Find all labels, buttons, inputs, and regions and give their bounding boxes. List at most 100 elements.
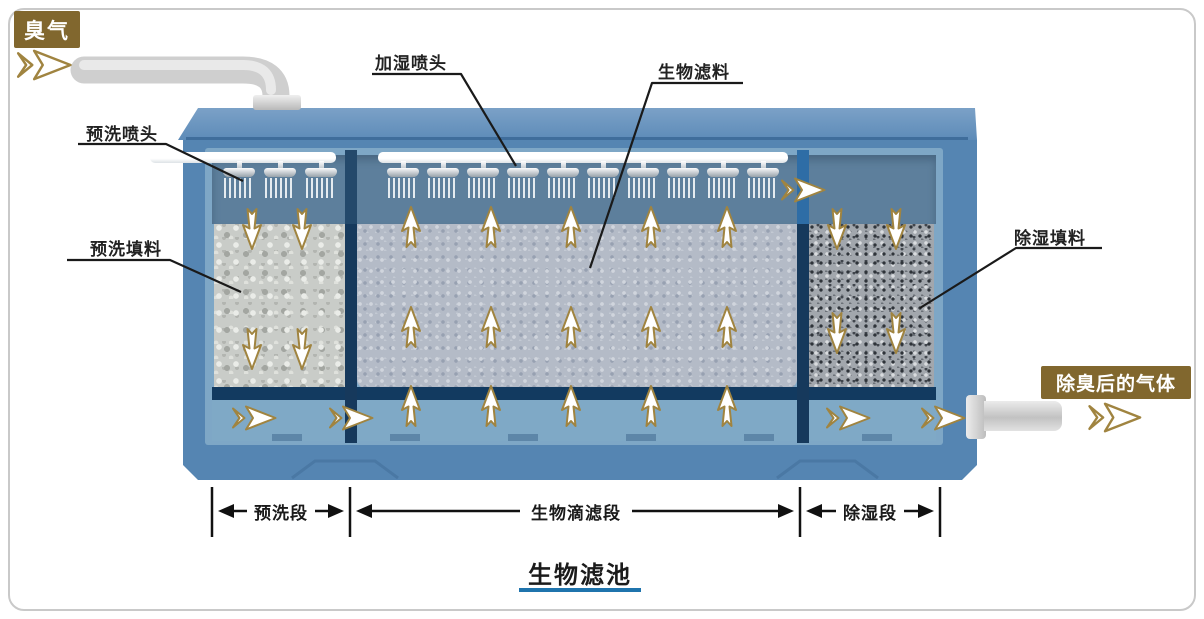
- spray-head-stem: [520, 161, 526, 168]
- inlet-gas-label: 臭气: [14, 11, 80, 48]
- tank-top-face: [178, 108, 977, 140]
- flow-arrow-up-icon: [400, 206, 422, 252]
- spray-head-stem: [277, 161, 283, 168]
- inlet-flow-arrow-icon: [15, 49, 73, 81]
- outlet-pipe: [984, 401, 1062, 431]
- divider-prewash-bio: [345, 150, 357, 443]
- dehumid-media-bed: [809, 224, 934, 389]
- flow-arrow-up-icon: [716, 206, 738, 252]
- prewash-spray-heads: [222, 161, 338, 198]
- spray-head-icon: [586, 161, 620, 198]
- section-label-biotrickling: 生物滴滤段: [531, 504, 621, 524]
- flow-arrow-down-icon: [291, 204, 313, 250]
- section-label-dehumid: 除湿段: [843, 504, 897, 524]
- spray-head-stem: [400, 161, 406, 168]
- spray-head-stem: [560, 161, 566, 168]
- flow-arrow-up-icon: [560, 385, 582, 431]
- spray-head-cap: [707, 168, 739, 177]
- flow-arrow-up-icon: [480, 306, 502, 352]
- spray-head-cap: [587, 168, 619, 177]
- flow-arrow-up-icon: [560, 206, 582, 252]
- spray-head-cap: [547, 168, 579, 177]
- callout-bio-media: 生物滤料: [658, 63, 730, 83]
- flow-arrow-down-icon: [291, 324, 313, 370]
- spray-head-cap: [747, 168, 779, 177]
- flow-arrow-up-icon: [640, 385, 662, 431]
- spray-head-cap: [305, 168, 337, 177]
- diagram-title: 生物滤池: [528, 561, 632, 589]
- spray-jets: [428, 178, 458, 198]
- flow-arrow-right-icon: [231, 405, 277, 431]
- flow-arrow-right-icon: [780, 177, 826, 203]
- spray-jets: [748, 178, 778, 198]
- flow-arrow-up-icon: [716, 306, 738, 352]
- callout-prewash-nozzle: 预洗喷头: [86, 125, 158, 145]
- spray-head-cap: [467, 168, 499, 177]
- spray-head-stem: [236, 161, 242, 168]
- flow-arrow-up-icon: [640, 206, 662, 252]
- spray-jets: [708, 178, 738, 198]
- spray-head-cap: [667, 168, 699, 177]
- spray-head-stem: [600, 161, 606, 168]
- humidify-spray-pipe: [378, 152, 788, 163]
- spray-jets: [468, 178, 498, 198]
- outlet-gas-text: 除臭后的气体: [1055, 373, 1176, 395]
- title-underline: [519, 588, 641, 592]
- spray-head-icon: [746, 161, 780, 198]
- flow-arrow-down-icon: [885, 308, 907, 354]
- spray-head-cap: [223, 168, 255, 177]
- outlet-gas-label: 除臭后的气体: [1041, 366, 1191, 399]
- spray-head-stem: [720, 161, 726, 168]
- flow-arrow-up-icon: [480, 206, 502, 252]
- spray-jets: [306, 178, 336, 198]
- spray-head-icon: [386, 161, 420, 198]
- spray-head-cap: [387, 168, 419, 177]
- flow-arrow-up-icon: [400, 306, 422, 352]
- spray-jets: [224, 178, 254, 198]
- flow-arrow-up-icon: [400, 385, 422, 431]
- flow-arrow-up-icon: [560, 306, 582, 352]
- spray-head-stem: [318, 161, 324, 168]
- spray-head-icon: [626, 161, 660, 198]
- spray-jets: [628, 178, 658, 198]
- spray-head-icon: [304, 161, 338, 198]
- inlet-flange: [253, 95, 301, 110]
- spray-head-icon: [706, 161, 740, 198]
- flow-arrow-down-icon: [826, 308, 848, 354]
- spray-head-stem: [680, 161, 686, 168]
- divider-bio-dehumid: [797, 150, 809, 443]
- flow-arrow-right-icon: [920, 405, 966, 431]
- flow-arrow-up-icon: [480, 385, 502, 431]
- spray-head-icon: [222, 161, 256, 198]
- callout-dehumid-media: 除湿填料: [1014, 229, 1086, 249]
- flow-arrow-up-icon: [716, 385, 738, 431]
- spray-head-cap: [507, 168, 539, 177]
- flow-arrow-down-icon: [826, 204, 848, 250]
- spray-head-icon: [426, 161, 460, 198]
- spray-jets: [508, 178, 538, 198]
- spray-head-icon: [546, 161, 580, 198]
- outlet-flange: [966, 395, 986, 439]
- prewash-media-bed: [214, 224, 345, 389]
- inlet-gas-text: 臭气: [24, 18, 70, 43]
- flow-arrow-up-icon: [640, 306, 662, 352]
- callout-humidify-nozzle: 加湿喷头: [375, 54, 447, 74]
- spray-head-stem: [480, 161, 486, 168]
- flow-arrow-down-icon: [241, 324, 263, 370]
- spray-head-cap: [264, 168, 296, 177]
- spray-head-cap: [427, 168, 459, 177]
- section-label-prewash: 预洗段: [254, 504, 308, 524]
- flow-arrow-down-icon: [885, 204, 907, 250]
- spray-jets: [548, 178, 578, 198]
- callout-prewash-media: 预洗填料: [90, 240, 162, 260]
- spray-jets: [588, 178, 618, 198]
- outlet-flow-arrow-icon: [1086, 402, 1143, 433]
- spray-head-stem: [440, 161, 446, 168]
- spray-head-icon: [666, 161, 700, 198]
- flow-arrow-right-icon: [825, 405, 871, 431]
- spray-head-stem: [760, 161, 766, 168]
- spray-head-icon: [263, 161, 297, 198]
- spray-head-cap: [627, 168, 659, 177]
